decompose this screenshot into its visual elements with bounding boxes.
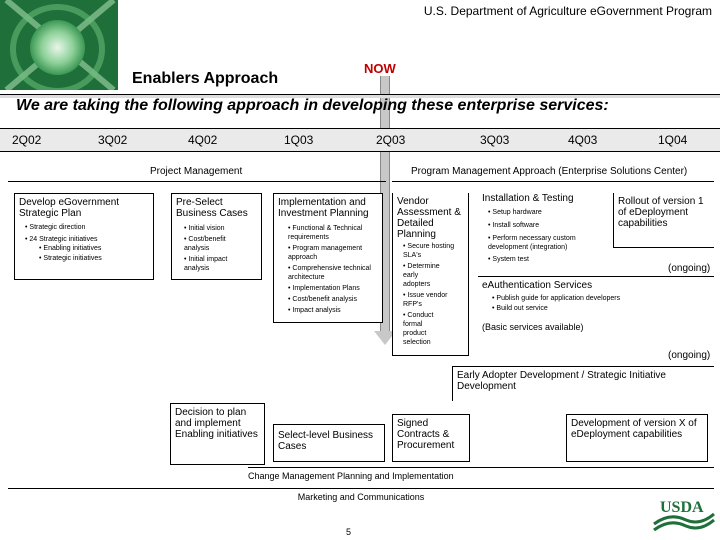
- eauth-title: eAuthentication Services: [482, 280, 593, 291]
- implementation-item: • Functional & Technical requirements: [288, 225, 363, 241]
- quarter-label: 4Q02: [188, 133, 218, 147]
- installation-title: Installation & Testing: [482, 193, 574, 204]
- implementation-title: Implementation and Investment Planning: [278, 197, 369, 219]
- installation-item: • Perform necessary custom development (…: [488, 235, 576, 251]
- develop-item: • 24 Strategic initiatives: [25, 236, 98, 243]
- develop-item: • Strategic direction: [25, 224, 86, 231]
- eauthentication-box: eAuthentication Services • Publish guide…: [478, 276, 714, 336]
- eauth-item: • Build out service: [492, 305, 548, 312]
- preselect-item: • Cost/benefit analysis: [184, 236, 226, 252]
- rollout-box: Rollout of version 1 of eDeployment capa…: [613, 193, 714, 248]
- change-management-bar: Change Management Planning and Implement…: [248, 467, 714, 484]
- preselect-item: • Initial vision: [184, 225, 225, 232]
- vendor-title: Vendor Assessment & Detailed Planning: [397, 196, 461, 240]
- marketing-label: Marketing and Communications: [297, 492, 425, 502]
- installation-item: • System test: [488, 256, 529, 263]
- signed-contracts-title: Signed Contracts & Procurement: [397, 418, 455, 451]
- quarter-label: 1Q03: [284, 133, 314, 147]
- quarter-bar: 2Q02 3Q02 4Q02 1Q03 2Q03 3Q03 4Q03 1Q04: [0, 128, 720, 152]
- section-title: Enablers Approach: [132, 70, 279, 87]
- project-management-bracket: [8, 181, 386, 182]
- org-title: U.S. Department of Agriculture eGovernme…: [423, 4, 712, 18]
- marketing-bar: Marketing and Communications: [8, 488, 714, 505]
- ongoing-label: (ongoing): [668, 350, 711, 361]
- headline: We are taking the following approach in …: [16, 97, 609, 114]
- quarter-label: 3Q03: [480, 133, 510, 147]
- page-number: 5: [346, 527, 352, 537]
- quarter-label: 2Q03: [376, 133, 406, 147]
- implementation-item: • Cost/benefit analysis: [288, 296, 357, 303]
- now-arrow-head: [374, 331, 396, 345]
- installation-testing-block: Installation & Testing • Setup hardware …: [478, 193, 608, 273]
- preselect-box: Pre-Select Business Cases • Initial visi…: [171, 193, 262, 280]
- preselect-item: • Initial impact analysis: [184, 256, 228, 272]
- quarter-label: 1Q04: [658, 133, 688, 147]
- eauth-note: (Basic services available): [482, 322, 584, 332]
- early-adopter-title: Early Adopter Development / Strategic In…: [457, 370, 666, 392]
- vendor-assessment-box: Vendor Assessment & Detailed Planning • …: [392, 193, 469, 356]
- implementation-item: • Implementation Plans: [288, 285, 360, 292]
- installation-item: • Install software: [488, 222, 540, 229]
- vendor-item: • Issue vendor RFP's: [403, 292, 448, 308]
- quarter-label: 2Q02: [12, 133, 42, 147]
- decision-box: Decision to plan and implement Enabling …: [170, 403, 265, 465]
- vendor-item: • Secure hosting SLA's: [403, 243, 455, 259]
- usda-logo-text: USDA: [660, 499, 704, 516]
- signed-contracts-box: Signed Contracts & Procurement: [392, 414, 470, 462]
- implementation-item: • Program management approach: [288, 245, 363, 261]
- development-version-x-box: Development of version X of eDeployment …: [566, 414, 708, 462]
- select-level-box: Select-level Business Cases: [273, 424, 385, 462]
- decision-title: Decision to plan and implement Enabling …: [175, 407, 258, 440]
- develop-subitem: • Strategic initiatives: [39, 255, 102, 262]
- installation-item: • Setup hardware: [488, 209, 542, 216]
- develop-strategic-plan-box: Develop eGovernment Strategic Plan • Str…: [14, 193, 154, 280]
- develop-title: Develop eGovernment Strategic Plan: [19, 197, 120, 219]
- program-management-label: Program Management Approach (Enterprise …: [411, 166, 688, 177]
- early-adopter-box: Early Adopter Development / Strategic In…: [452, 366, 714, 401]
- title-divider: [0, 94, 720, 98]
- preselect-title: Pre-Select Business Cases: [176, 197, 248, 219]
- vendor-item: • Conduct formal product selection: [403, 312, 434, 346]
- implementation-item: • Comprehensive technical architecture: [288, 265, 371, 281]
- develop-subitem: • Enabling initiatives: [39, 245, 102, 252]
- implementation-planning-box: Implementation and Investment Planning •…: [273, 193, 383, 323]
- usda-logo: USDA: [653, 499, 715, 532]
- now-label: NOW: [364, 61, 396, 76]
- implementation-item: • Impact analysis: [288, 307, 341, 314]
- quarter-label: 4Q03: [568, 133, 598, 147]
- vendor-item: • Determine early adopters: [403, 263, 440, 288]
- eauth-item: • Publish guide for application develope…: [492, 295, 621, 302]
- rollout-title: Rollout of version 1 of eDeployment capa…: [618, 196, 704, 229]
- quarter-label: 3Q02: [98, 133, 128, 147]
- change-management-label: Change Management Planning and Implement…: [248, 471, 454, 481]
- program-management-bracket: [392, 181, 714, 182]
- development-version-x-title: Development of version X of eDeployment …: [571, 418, 697, 440]
- egov-logo: [0, 0, 118, 90]
- ongoing-label: (ongoing): [668, 263, 711, 274]
- project-management-label: Project Management: [150, 166, 243, 177]
- select-level-title: Select-level Business Cases: [278, 430, 374, 452]
